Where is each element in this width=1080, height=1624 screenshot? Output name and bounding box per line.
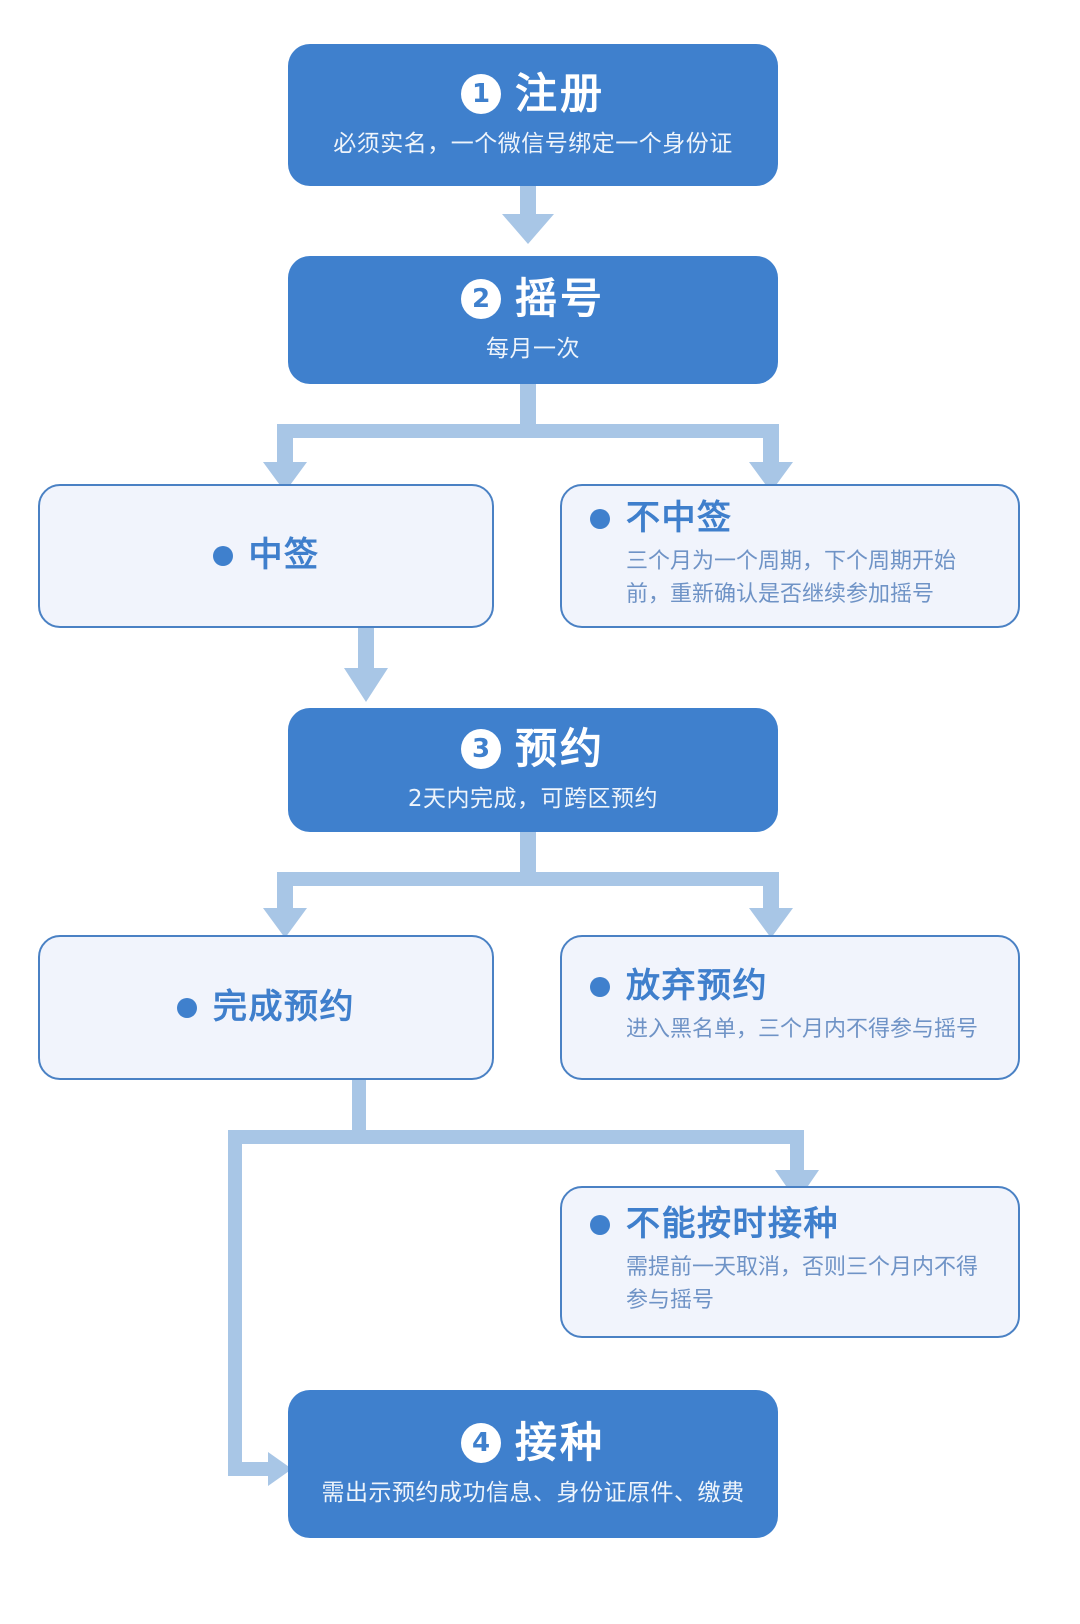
node-won[interactable]: 中签 bbox=[38, 484, 494, 628]
node-appointment-abandoned[interactable]: 放弃预约 进入黑名单，三个月内不得参与摇号 bbox=[560, 935, 1020, 1080]
node-not-won-subtitle: 三个月为一个周期，下个周期开始前，重新确认是否继续参加摇号 bbox=[626, 548, 957, 607]
bullet-dot-icon bbox=[590, 977, 610, 997]
node-register-subtitle: 必须实名，一个微信号绑定一个身份证 bbox=[333, 130, 733, 157]
bullet-dot-icon bbox=[177, 997, 197, 1018]
node-vaccinate-head: 4 接种 bbox=[460, 1417, 605, 1467]
node-appointment-abandoned-subtitle: 进入黑名单，三个月内不得参与摇号 bbox=[626, 1016, 979, 1042]
node-appointment-subtitle: 2天内完成，可跨区预约 bbox=[407, 785, 659, 812]
node-cannot-attend-title: 不能按时接种 bbox=[626, 1204, 839, 1245]
node-vaccinate-title: 接种 bbox=[514, 1417, 605, 1467]
edge-appointment-split bbox=[263, 832, 793, 938]
node-appointment-abandoned-title: 放弃预约 bbox=[626, 966, 768, 1007]
edge-register-to-lottery bbox=[502, 184, 554, 244]
node-cannot-attend-head: 不能按时接种 bbox=[590, 1204, 839, 1245]
step-number-badge: 3 bbox=[460, 728, 501, 769]
bullet-dot-icon bbox=[590, 1215, 610, 1235]
node-lottery[interactable]: 2 摇号 每月一次 bbox=[288, 256, 778, 384]
bullet-dot-icon bbox=[212, 546, 233, 566]
node-lottery-title: 摇号 bbox=[514, 273, 605, 323]
edge-won-to-appointment bbox=[344, 628, 388, 702]
node-lottery-subtitle: 每月一次 bbox=[486, 335, 580, 362]
node-appointment[interactable]: 3 预约 2天内完成，可跨区预约 bbox=[288, 708, 778, 832]
node-won-head: 中签 bbox=[212, 535, 320, 576]
node-appointment-done[interactable]: 完成预约 bbox=[38, 935, 494, 1080]
node-register-head: 1 注册 bbox=[460, 68, 605, 118]
node-cannot-attend[interactable]: 不能按时接种 需提前一天取消，否则三个月内不得参与摇号 bbox=[560, 1186, 1020, 1338]
node-vaccinate-subtitle: 需出示预约成功信息、身份证原件、缴费 bbox=[321, 1479, 745, 1506]
node-not-won-head: 不中签 bbox=[590, 498, 733, 539]
step-number-badge: 2 bbox=[460, 278, 501, 319]
node-register-title: 注册 bbox=[514, 68, 605, 118]
node-not-won-title: 不中签 bbox=[626, 498, 733, 539]
node-register[interactable]: 1 注册 必须实名，一个微信号绑定一个身份证 bbox=[288, 44, 778, 186]
step-number-badge: 4 bbox=[460, 1422, 501, 1463]
node-appointment-title: 预约 bbox=[514, 723, 605, 773]
edge-lottery-split bbox=[263, 384, 793, 492]
node-cannot-attend-subtitle: 需提前一天取消，否则三个月内不得参与摇号 bbox=[626, 1254, 979, 1313]
node-lottery-head: 2 摇号 bbox=[460, 273, 605, 323]
node-vaccinate[interactable]: 4 接种 需出示预约成功信息、身份证原件、缴费 bbox=[288, 1390, 778, 1538]
step-number-badge: 1 bbox=[460, 73, 501, 114]
node-appointment-done-title: 完成预约 bbox=[213, 986, 355, 1027]
bullet-dot-icon bbox=[590, 509, 610, 529]
node-won-title: 中签 bbox=[248, 535, 320, 576]
node-appointment-abandoned-head: 放弃预约 bbox=[590, 966, 768, 1007]
node-appointment-done-head: 完成预约 bbox=[177, 986, 355, 1027]
node-appointment-head: 3 预约 bbox=[460, 723, 605, 773]
node-not-won[interactable]: 不中签 三个月为一个周期，下个周期开始前，重新确认是否继续参加摇号 bbox=[560, 484, 1020, 628]
